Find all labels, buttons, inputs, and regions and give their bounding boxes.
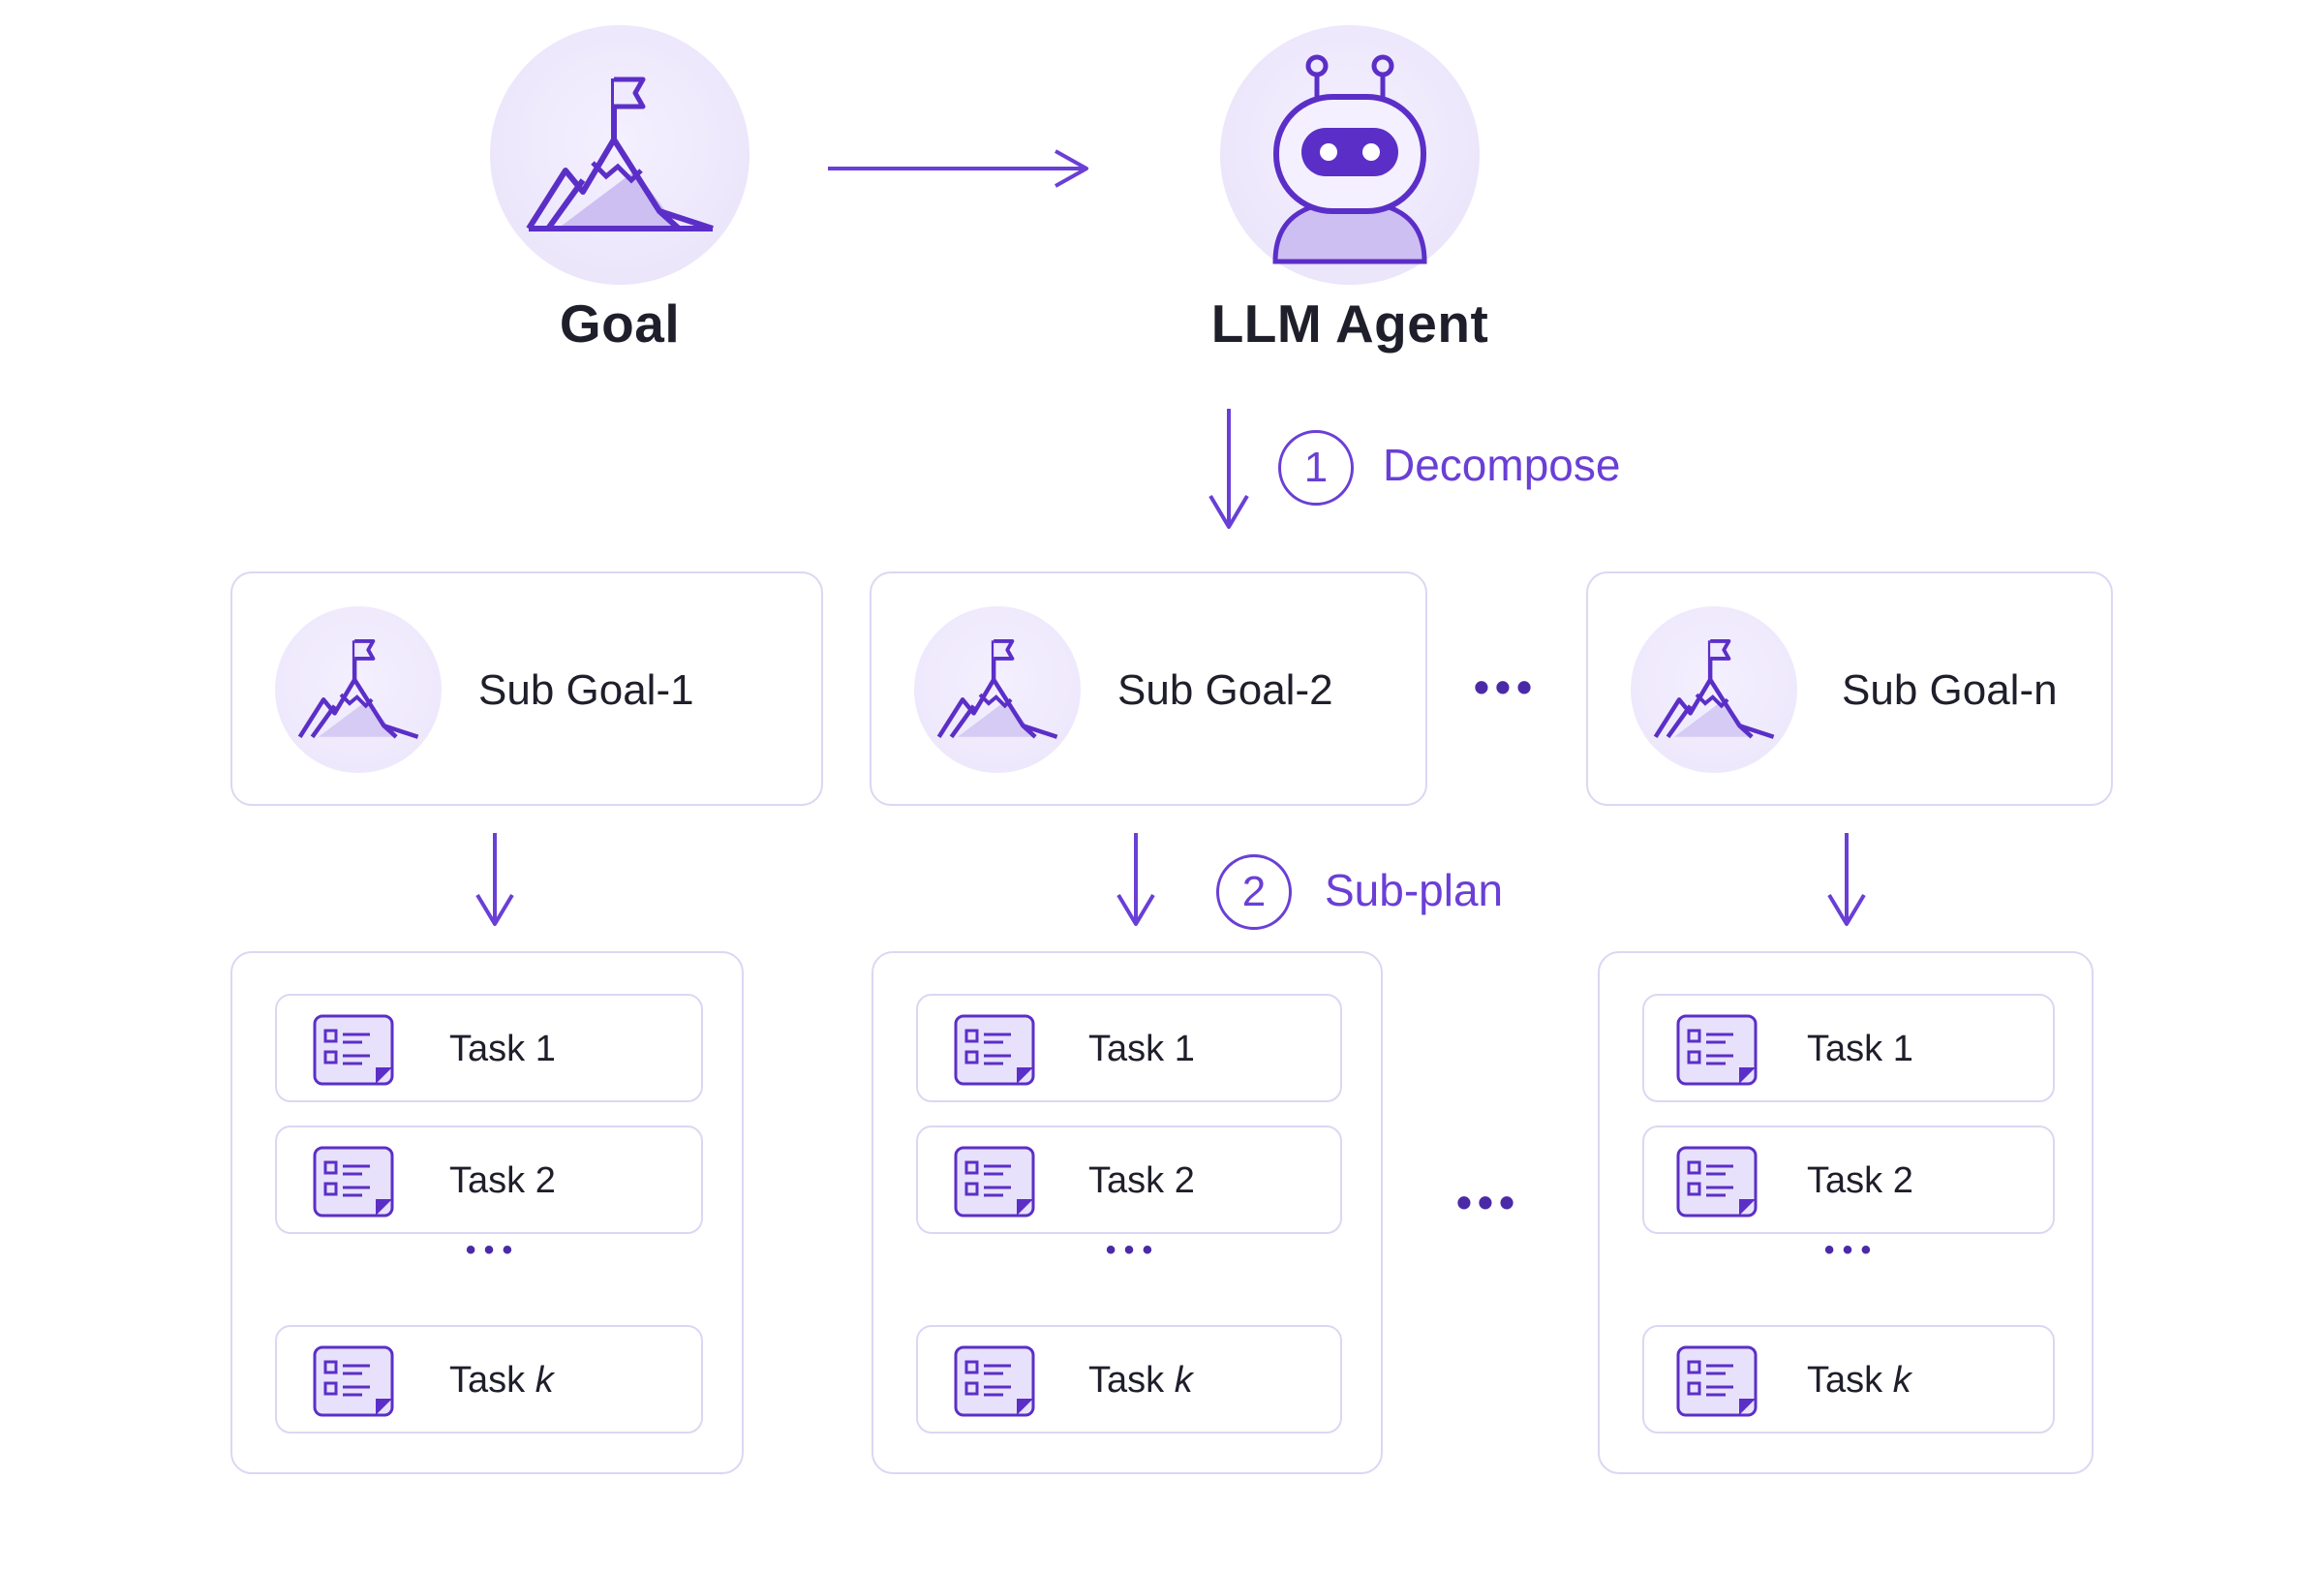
- step-2-badge: 2: [1216, 854, 1292, 930]
- goal-label: Goal: [559, 293, 681, 354]
- task-label: Task k: [1088, 1360, 1193, 1401]
- task-panel-n: Task 1 Task 2 • • •: [1598, 951, 2094, 1474]
- sub-goal-2-icon-circle: [914, 606, 1081, 773]
- task-ellipsis: • • •: [1823, 1234, 1872, 1266]
- sub-goal-1-title: Sub Goal-1: [478, 666, 694, 714]
- sub-goal-ellipsis: •••: [1473, 662, 1539, 712]
- sub-goal-card-n: Sub Goal-n: [1586, 571, 2113, 806]
- task-label: Task 2: [1807, 1160, 1913, 1201]
- checklist-icon: [313, 1014, 394, 1086]
- checklist-icon: [1676, 1146, 1758, 1218]
- task-row: Task k: [916, 1325, 1342, 1434]
- task-label: Task k: [1807, 1360, 1911, 1401]
- task-label: Task 1: [1088, 1029, 1195, 1069]
- checklist-icon: [313, 1146, 394, 1218]
- decompose-arrow: [1208, 409, 1249, 529]
- sub-plan-arrow-2: [1116, 833, 1155, 926]
- task-label: Task 1: [1807, 1029, 1913, 1069]
- mountain-flag-icon: [1653, 639, 1775, 739]
- task-row: Task 1: [275, 994, 703, 1102]
- task-panel-1: Task 1 Task 2 • • •: [230, 951, 744, 1474]
- task-row: Task k: [1642, 1325, 2055, 1434]
- goal-icon-circle: [490, 25, 749, 285]
- sub-goal-n-title: Sub Goal-n: [1842, 666, 2058, 714]
- checklist-icon: [313, 1345, 394, 1417]
- checklist-icon: [954, 1345, 1035, 1417]
- task-label: Task 1: [449, 1029, 556, 1069]
- sub-plan-arrow-1: [475, 833, 514, 926]
- task-row: Task 2: [275, 1126, 703, 1234]
- sub-goal-card-2: Sub Goal-2: [870, 571, 1427, 806]
- checklist-icon: [1676, 1014, 1758, 1086]
- mountain-flag-icon: [936, 639, 1058, 739]
- sub-plan-arrow-n: [1827, 833, 1866, 926]
- checklist-icon: [954, 1014, 1035, 1086]
- sub-goal-2-title: Sub Goal-2: [1117, 666, 1333, 714]
- sub-goal-1-icon-circle: [275, 606, 442, 773]
- task-row: Task k: [275, 1325, 703, 1434]
- task-panel-ellipsis: •••: [1455, 1177, 1521, 1227]
- checklist-icon: [954, 1146, 1035, 1218]
- mountain-flag-icon: [526, 77, 714, 231]
- task-row: Task 1: [916, 994, 1342, 1102]
- step-1-label: Decompose: [1383, 440, 1621, 490]
- sub-goal-card-1: Sub Goal-1: [230, 571, 823, 806]
- task-row: Task 2: [1642, 1126, 2055, 1234]
- step-1-badge: 1: [1278, 430, 1354, 506]
- goal-to-agent-arrow: [828, 149, 1088, 188]
- task-label: Task 2: [449, 1160, 556, 1201]
- mountain-flag-icon: [297, 639, 419, 739]
- sub-goal-n-icon-circle: [1631, 606, 1797, 773]
- task-label: Task 2: [1088, 1160, 1195, 1201]
- robot-icon: [1272, 54, 1427, 264]
- task-ellipsis: • • •: [465, 1234, 513, 1266]
- task-panel-2: Task 1 Task 2 • • •: [872, 951, 1383, 1474]
- task-label: Task k: [449, 1360, 554, 1401]
- agent-icon-circle: [1220, 25, 1480, 285]
- task-row: Task 2: [916, 1126, 1342, 1234]
- step-2-label: Sub-plan: [1325, 865, 1504, 915]
- task-row: Task 1: [1642, 994, 2055, 1102]
- task-ellipsis: • • •: [1105, 1234, 1153, 1266]
- checklist-icon: [1676, 1345, 1758, 1417]
- agent-label: LLM Agent: [1210, 293, 1489, 354]
